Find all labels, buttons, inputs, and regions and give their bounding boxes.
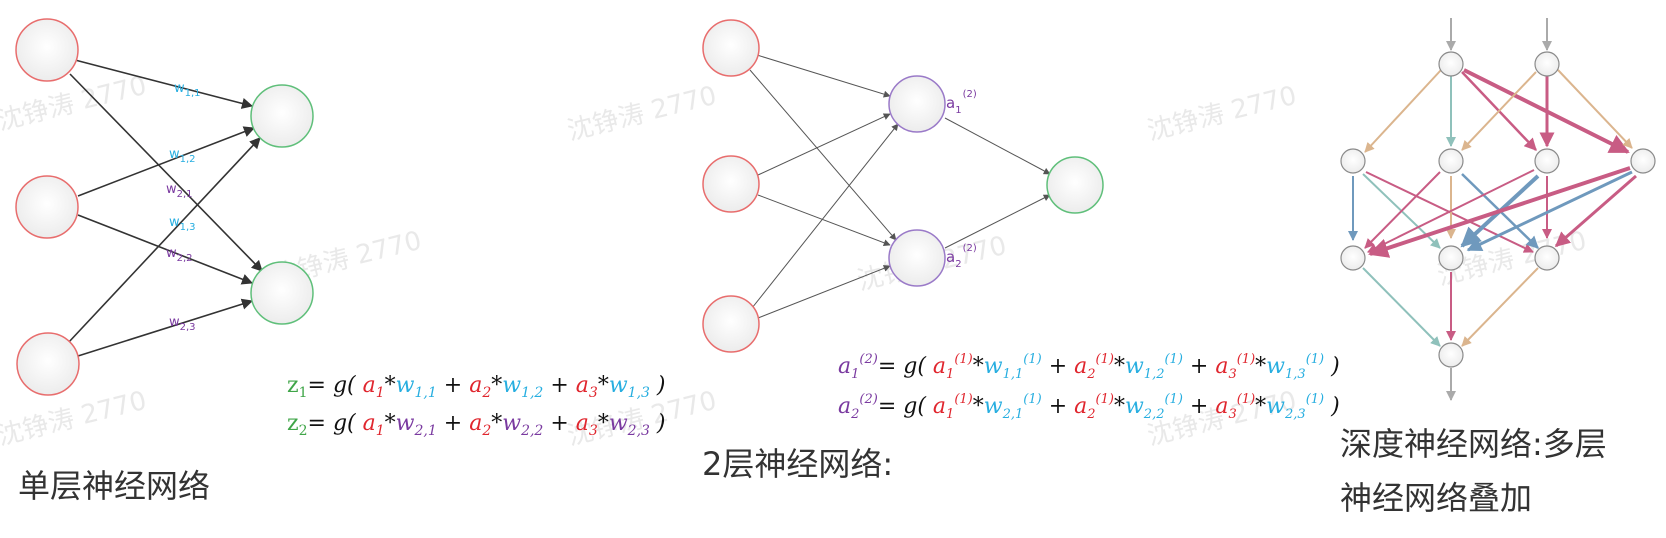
weight-label-w23: w2,3: [169, 315, 196, 333]
deep-edge: [1364, 69, 1442, 153]
deep-network-caption-line2: 神经网络叠加: [1340, 479, 1533, 517]
edge-x2-z1: [77, 126, 256, 197]
deep-network: [1340, 18, 1656, 401]
deep-node: [1438, 245, 1464, 271]
weight-label-w21: w2,1: [166, 182, 193, 200]
weight-label-w12: w1,2: [169, 147, 196, 165]
deep-edge: [1557, 69, 1633, 149]
weight-label-w22: w2,2: [166, 246, 193, 264]
watermark: 沈铮涛 2770: [0, 386, 150, 452]
output-neuron-1: [250, 84, 314, 148]
deep-edge: [1461, 267, 1539, 347]
output-neuron: [1046, 156, 1104, 214]
two-layer-network: a1(2) a2(2) a1(2)= g( a1(1)*w1,1(1) + a2…: [702, 19, 1340, 422]
single-layer-network: w1,1 w1,2 w2,1 w1,3 w2,2 w2,3 z1= g( a1*…: [15, 18, 666, 439]
weight-label-w13: w1,3: [169, 215, 196, 233]
single-layer-caption: 单层神经网络: [18, 467, 211, 505]
edge-x1-z1: [74, 59, 254, 109]
edge-h2-out: [944, 194, 1051, 249]
edge-i1-h2: [749, 69, 897, 241]
weight-labels: w1,1 w1,2 w2,1 w1,3 w2,2 w2,3: [166, 81, 201, 333]
edge-i3-h2: [757, 265, 891, 319]
deep-node: [1438, 148, 1464, 174]
hidden-neuron-1: [888, 75, 946, 133]
edge-i3-h1: [751, 123, 899, 309]
equation-z1: z1= g( a1*w1,1 + a2*w1,2 + a3*w1,3 ): [287, 373, 666, 401]
two-layer-connections: [749, 54, 1051, 319]
deep-edge: [1461, 71, 1537, 151]
edge-x2-z2: [77, 214, 254, 285]
deep-node: [1340, 148, 1366, 174]
watermark: 沈铮涛 2770: [0, 71, 150, 137]
deep-edge: [1367, 169, 1535, 253]
single-layer-connections: [67, 59, 263, 357]
equation-z2: z2= g( a1*w2,1 + a2*w2,2 + a3*w2,3 ): [287, 411, 666, 439]
hidden-label-2: a2(2): [946, 243, 977, 270]
deep-edge: [1466, 170, 1633, 252]
input-neuron-1: [15, 18, 79, 82]
deep-node: [1340, 245, 1366, 271]
input-neuron-3: [16, 332, 80, 396]
edge-x3-z2: [77, 298, 254, 357]
input-neuron-3: [702, 295, 760, 353]
hidden-label-1: a1(2): [946, 89, 977, 116]
two-layer-caption: 2层神经网络:: [702, 445, 894, 483]
watermark: 沈铮涛 2770: [564, 81, 719, 147]
equation-a2-2: a2(2)= g( a1(1)*w2,1(1) + a2(1)*w2,2(1) …: [838, 392, 1340, 422]
watermark: 沈铮涛 2770: [1144, 81, 1299, 147]
deep-edge: [1368, 166, 1631, 258]
edge-x1-z2: [69, 73, 263, 272]
weight-label-w11: w1,1: [174, 81, 201, 99]
edge-i2-h2: [757, 194, 891, 247]
deep-network-caption-line1: 深度神经网络:多层: [1340, 425, 1607, 463]
deep-node: [1438, 342, 1464, 368]
deep-edge: [1364, 171, 1441, 249]
deep-node: [1534, 51, 1560, 77]
edge-i2-h1: [757, 113, 891, 176]
equation-a1-2: a1(2)= g( a1(1)*w1,1(1) + a2(1)*w1,2(1) …: [838, 352, 1340, 382]
hidden-neuron-2: [888, 229, 946, 287]
deep-node: [1438, 51, 1464, 77]
edge-x3-z1: [67, 137, 261, 344]
deep-edge: [1554, 174, 1637, 248]
edge-h1-out: [944, 117, 1051, 175]
input-neuron-1: [702, 19, 760, 77]
input-neuron-2: [702, 155, 760, 213]
output-neuron-2: [250, 261, 314, 325]
edge-i1-h1: [756, 54, 891, 98]
deep-node: [1534, 148, 1560, 174]
input-neuron-2: [15, 175, 79, 239]
deep-edge: [1362, 267, 1441, 347]
deep-node: [1630, 148, 1656, 174]
deep-node: [1534, 245, 1560, 271]
